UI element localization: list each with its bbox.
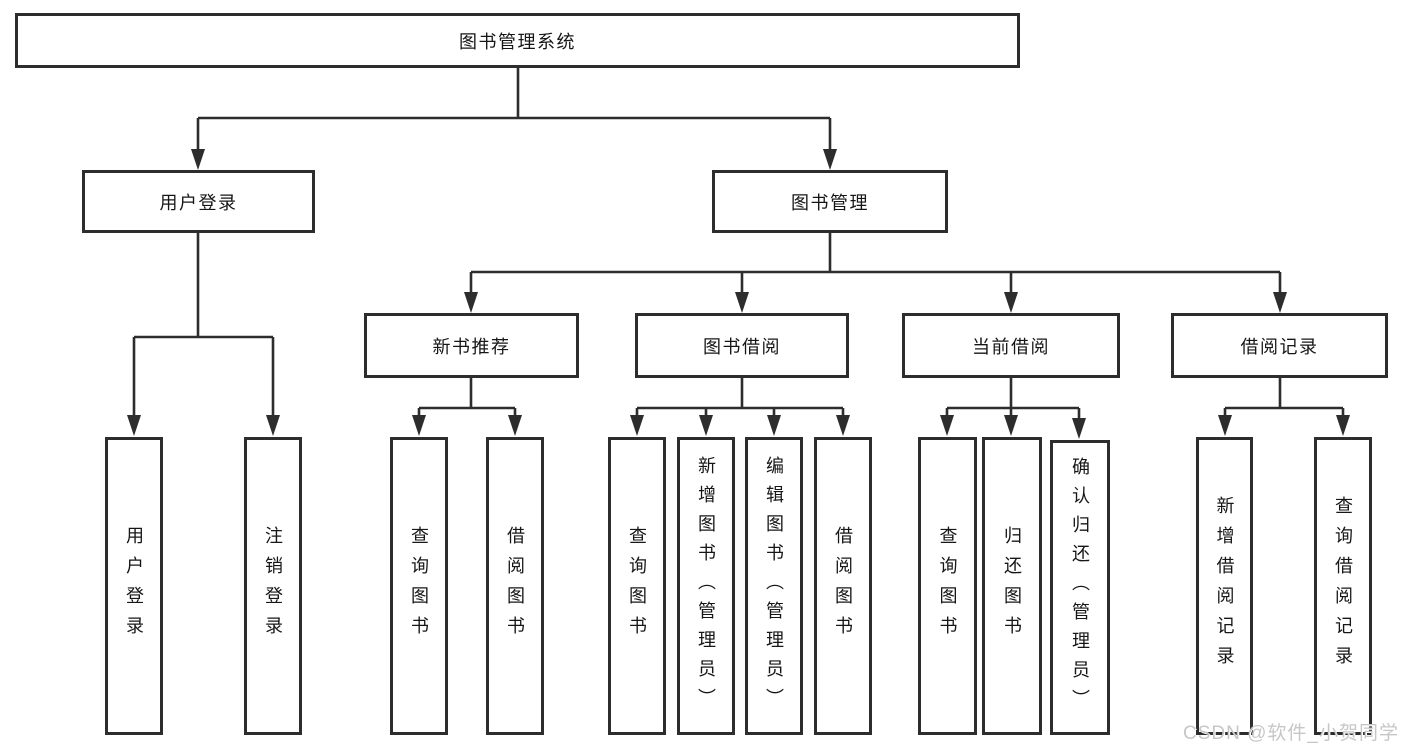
leaf-search-borrow-record: 查询借阅记录: [1314, 437, 1372, 735]
leaf-label: 确认归还（管理员）: [1070, 457, 1090, 718]
leaf-label: 借阅图书: [505, 526, 525, 646]
node-borrowing-records: 借阅记录: [1171, 313, 1388, 378]
leaf-label: 查询图书: [409, 526, 429, 646]
arrowheads: [127, 149, 1350, 439]
node-label: 新书推荐: [432, 336, 511, 357]
leaf-add-borrow-record: 新增借阅记录: [1196, 437, 1253, 735]
leaf-user-login: 用户登录: [105, 437, 163, 735]
leaf-confirm-return-admin: 确认归还（管理员）: [1050, 440, 1110, 735]
leaf-label: 归还图书: [1002, 526, 1022, 646]
leaf-label: 新增图书（管理员）: [696, 455, 716, 717]
leaf-label: 借阅图书: [833, 526, 853, 646]
leaf-borrow-books: 借阅图书: [486, 437, 544, 735]
connector-stems: [132, 68, 1345, 418]
node-label: 用户登录: [159, 192, 238, 213]
leaf-label: 注销登录: [263, 526, 283, 646]
node-label: 图书管理: [791, 192, 869, 213]
node-book-borrowing: 图书借阅: [635, 313, 849, 378]
node-new-book-recommendation: 新书推荐: [364, 313, 579, 378]
leaf-edit-books-admin: 编辑图书（管理员）: [745, 437, 803, 735]
leaf-borrow-books: 借阅图书: [814, 437, 872, 735]
node-book-management: 图书管理: [712, 170, 948, 233]
node-label: 借阅记录: [1240, 336, 1319, 357]
csdn-watermark: CSDN @软件_小贺同学: [1183, 723, 1399, 744]
node-user-login: 用户登录: [82, 170, 315, 233]
leaf-search-books: 查询图书: [390, 437, 448, 735]
node-label: 当前借阅: [972, 336, 1050, 357]
node-label: 图书借阅: [703, 336, 781, 357]
leaf-label: 新增借阅记录: [1214, 496, 1235, 676]
leaf-search-books: 查询图书: [918, 437, 977, 735]
leaf-label: 用户登录: [124, 526, 144, 646]
node-current-borrowing: 当前借阅: [902, 313, 1120, 378]
leaf-label: 编辑图书（管理员）: [764, 455, 784, 717]
node-library-management-system: 图书管理系统: [15, 13, 1020, 68]
node-label: 图书管理系统: [459, 31, 576, 52]
leaf-label: 查询借阅记录: [1333, 496, 1353, 676]
leaf-search-books: 查询图书: [608, 437, 666, 735]
leaf-logout: 注销登录: [244, 437, 302, 735]
leaf-add-books-admin: 新增图书（管理员）: [677, 437, 735, 735]
leaf-label: 查询图书: [937, 526, 958, 646]
leaf-label: 查询图书: [627, 526, 647, 646]
leaf-return-books: 归还图书: [982, 437, 1042, 735]
